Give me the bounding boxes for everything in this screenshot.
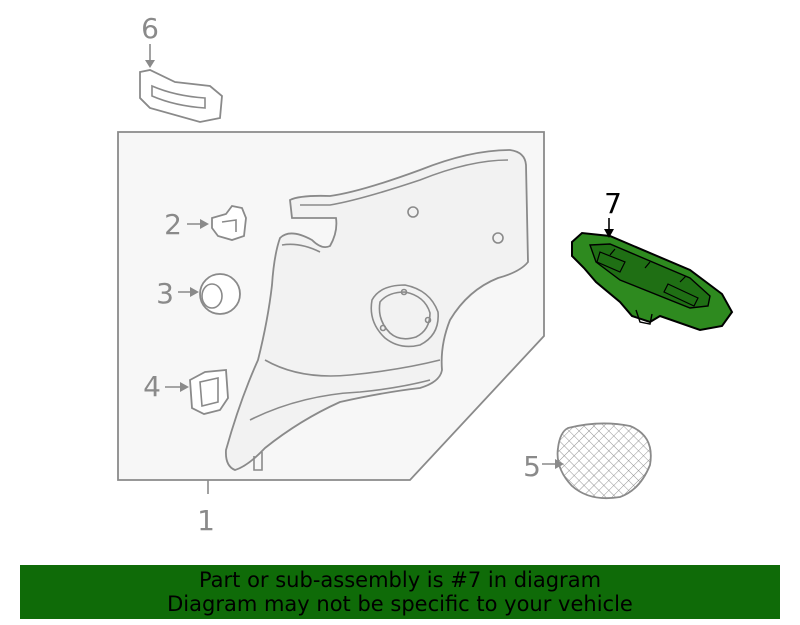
callout-4: 4 <box>143 370 161 403</box>
arrow-5 <box>555 459 564 469</box>
part-4-retainer[interactable] <box>189 369 229 415</box>
part-6-bracket[interactable] <box>139 69 223 123</box>
callout-5: 5 <box>523 450 541 483</box>
info-banner: Part or sub-assembly is #7 in diagram Di… <box>20 565 780 619</box>
arrow-7 <box>604 229 614 238</box>
callout-3: 3 <box>156 277 174 310</box>
quarter-trim-panel[interactable] <box>225 149 529 471</box>
part-2-clip[interactable] <box>211 205 247 241</box>
arrow-2 <box>200 219 209 229</box>
banner-line-1: Part or sub-assembly is #7 in diagram <box>198 568 602 592</box>
part-5-grille[interactable] <box>556 422 652 500</box>
callout-2: 2 <box>164 208 182 241</box>
part-3-grommet[interactable] <box>199 273 241 315</box>
callout-7: 7 <box>604 187 622 220</box>
arrow-3 <box>190 287 199 297</box>
callout-6: 6 <box>141 12 159 45</box>
part-7-highlighted[interactable] <box>571 231 734 332</box>
callout-1: 1 <box>197 504 215 537</box>
banner-line-2: Diagram may not be specific to your vehi… <box>167 592 633 616</box>
arrow-6 <box>145 60 155 68</box>
arrow-4 <box>180 382 189 392</box>
parts-diagram: 6 1 2 3 4 <box>117 12 734 537</box>
